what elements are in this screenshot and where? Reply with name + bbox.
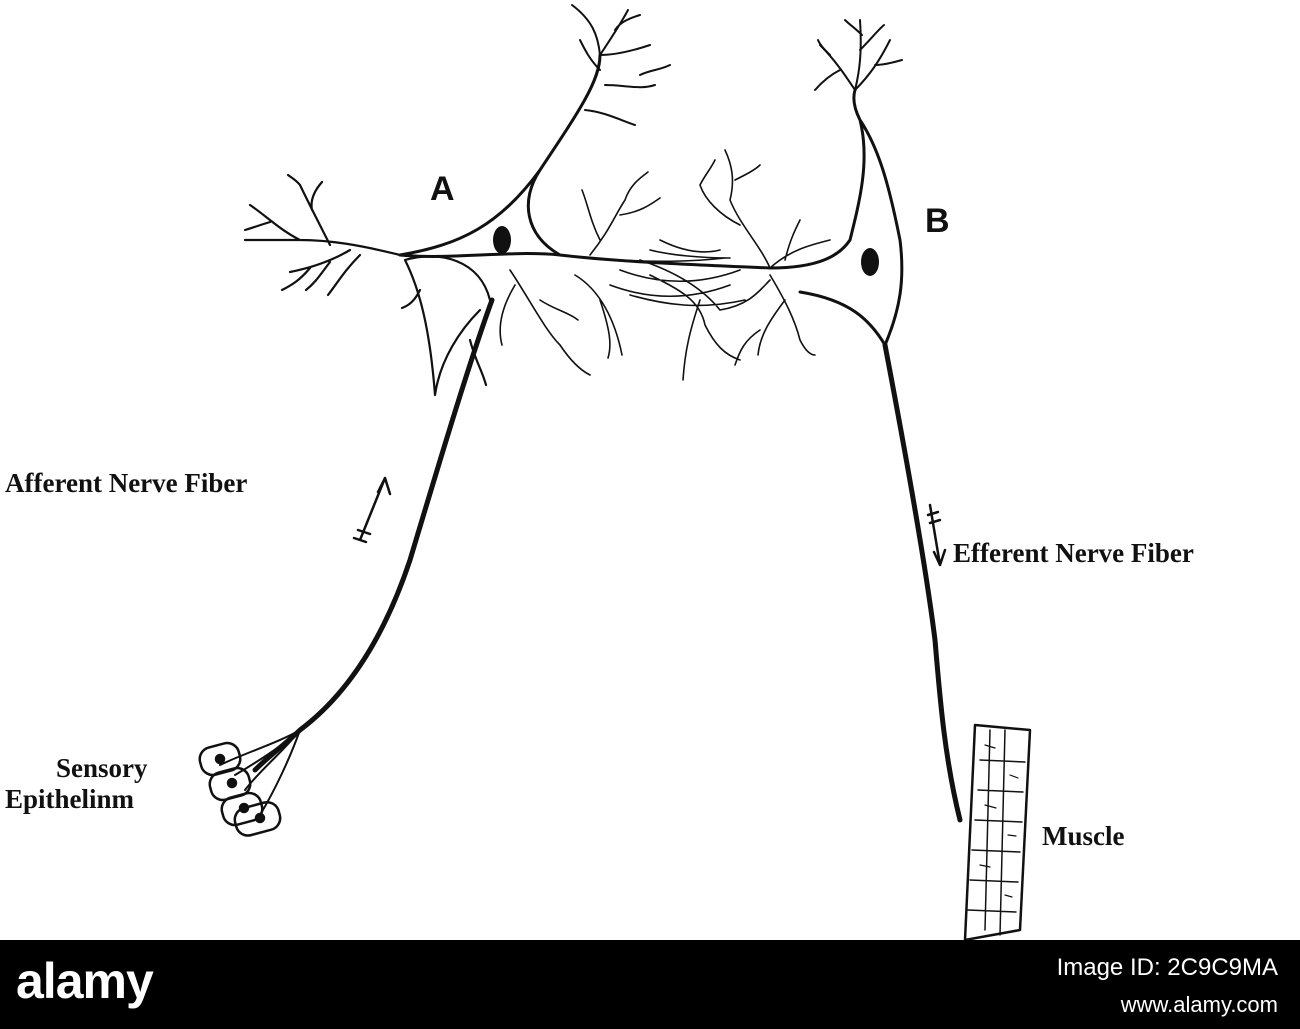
neuron-a-left-dendrites bbox=[243, 173, 402, 297]
neuron-b-nucleus bbox=[861, 248, 879, 276]
efferent-arrow bbox=[926, 503, 947, 567]
neuron-diagram: A B Afferent Nerve Fiber Efferent Nerve … bbox=[5, 4, 1194, 940]
muscle-fiber bbox=[963, 723, 1032, 940]
label-sensory: Sensory bbox=[56, 753, 148, 783]
neuron-a-body bbox=[398, 53, 772, 270]
label-afferent: Afferent Nerve Fiber bbox=[5, 468, 248, 498]
label-efferent: Efferent Nerve Fiber bbox=[953, 538, 1194, 568]
neuron-b-body bbox=[768, 88, 904, 347]
afferent-arrow bbox=[352, 476, 392, 544]
afferent-fiber-branches bbox=[219, 729, 301, 816]
neuron-b-dendrites bbox=[814, 19, 903, 91]
label-epithelium: Epithelinm bbox=[5, 784, 135, 814]
neuron-a-nucleus bbox=[493, 226, 511, 254]
label-muscle: Muscle bbox=[1042, 821, 1125, 851]
neuron-a-lower-loop bbox=[400, 255, 492, 397]
label-neuron-a: A bbox=[430, 170, 455, 208]
neuron-illustration bbox=[198, 4, 1032, 940]
label-neuron-b: B bbox=[925, 202, 950, 240]
alamy-logo: alamy bbox=[16, 953, 154, 1009]
synaptic-arborization bbox=[499, 149, 831, 381]
sensory-epithelium bbox=[198, 741, 282, 837]
site-url: www.alamy.com bbox=[1120, 992, 1278, 1017]
image-id: Image ID: 2C9C9MA bbox=[1056, 954, 1278, 981]
efferent-fiber bbox=[882, 342, 963, 823]
neuron-a-upper-dendrites bbox=[571, 4, 671, 126]
watermark-footer: alamy Image ID: 2C9C9MA www.alamy.com bbox=[0, 940, 1300, 1029]
afferent-fiber bbox=[252, 297, 495, 773]
